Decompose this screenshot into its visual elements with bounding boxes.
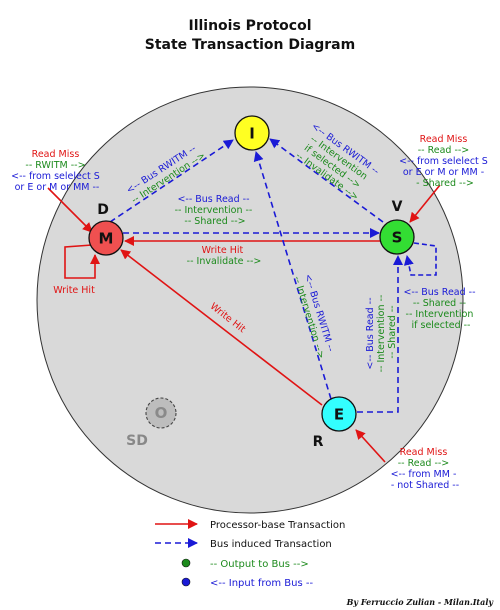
state-e-letter: E: [334, 406, 344, 424]
state-m-node: [88, 220, 124, 256]
state-e-node: [321, 396, 357, 432]
state-d-label: D: [97, 202, 109, 218]
state-o-letter: O: [155, 404, 168, 422]
legend: Processor-base Transaction Bus induced T…: [155, 519, 345, 589]
edge-m-self-loop: [64, 244, 100, 279]
diagram-title-line1: Illinois Protocol: [188, 18, 311, 34]
bus-read-m-s-label: <-- Bus Read -- -- Intervention -- -- Sh…: [175, 194, 256, 227]
edge-e-to-s: [357, 255, 403, 413]
legend-bus-label: Bus induced Transaction: [210, 539, 332, 550]
state-s-letter: S: [392, 229, 403, 247]
state-i-letter: I: [249, 125, 255, 143]
state-o-node: [145, 397, 177, 429]
edge-read-miss-to-e: [355, 429, 386, 463]
bus-read-e-s-label: <-- Bus Read -- -- Intervention -- -- Sh…: [365, 292, 398, 373]
credit-line: By Ferruccio Zulian - Milan.Italy: [346, 597, 495, 607]
read-miss-right-label: Read Miss -- Read --> <-- from selelect …: [399, 134, 491, 189]
state-m-letter: M: [99, 230, 114, 248]
legend-input-dot: [181, 577, 191, 587]
legend-input-label: <-- Input from Bus --: [210, 578, 313, 589]
legend-processor-label: Processor-base Transaction: [210, 520, 345, 531]
edge-read-miss-to-s: [409, 184, 441, 223]
write-hit-self-label: Write Hit: [53, 285, 95, 296]
state-space-circle: [36, 86, 464, 514]
state-sd-label: SD: [126, 433, 148, 449]
edge-s-self-loop: [403, 242, 437, 276]
state-v-label: V: [392, 199, 403, 215]
state-i-node: [234, 115, 270, 151]
bus-read-s-self-label: <-- Bus Read -- -- Shared -- -- Interven…: [403, 287, 478, 331]
edge-s-to-i: [269, 138, 384, 223]
diagram-title-line2: State Transaction Diagram: [145, 37, 355, 53]
edge-e-to-i: [253, 151, 332, 400]
read-miss-left-label: Read Miss -- RWITM --> <-- from selelect…: [11, 149, 103, 193]
legend-output-dot: [181, 558, 191, 568]
edge-m-to-i: [109, 139, 234, 223]
edge-e-to-m: [120, 249, 323, 406]
write-hit-s-m-label: Write Hit -- Invalidate -->: [187, 245, 262, 267]
read-miss-e-label: Read Miss -- Read --> <-- from MM - - no…: [391, 447, 460, 491]
edge-read-miss-to-m: [47, 187, 93, 233]
state-s-node: [379, 219, 415, 255]
state-r-label: R: [313, 434, 324, 450]
legend-output-label: -- Output to Bus -->: [210, 559, 309, 570]
